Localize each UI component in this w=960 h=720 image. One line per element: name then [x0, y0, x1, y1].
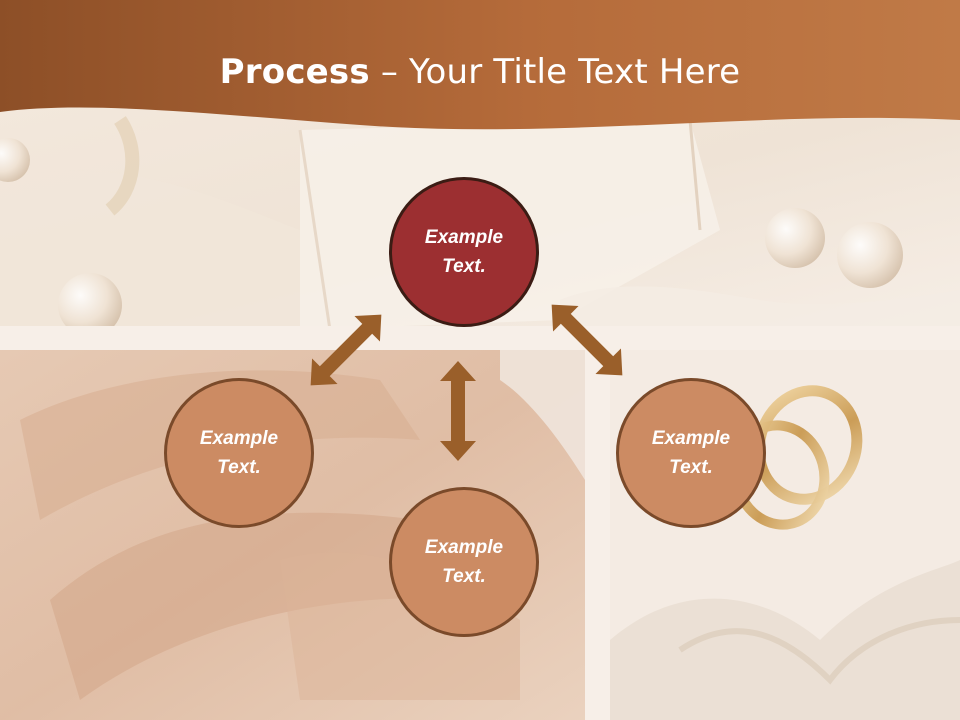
process-node-right[interactable]: Example Text. — [616, 378, 766, 528]
process-node-top[interactable]: Example Text. — [389, 177, 539, 327]
node-bottom-line1: Example — [424, 537, 504, 558]
node-right-line2: Text. — [669, 457, 713, 478]
node-right-line1: Example — [651, 428, 731, 449]
process-node-bottom[interactable]: Example Text. — [389, 487, 539, 637]
process-node-left[interactable]: Example Text. — [164, 378, 314, 528]
title-bold: Process — [219, 52, 370, 92]
node-left-line2: Text. — [217, 457, 261, 478]
node-top-line2: Text. — [442, 256, 486, 277]
node-top-line1: Example — [424, 227, 504, 248]
node-left-line1: Example — [199, 428, 279, 449]
node-bottom-line2: Text. — [442, 566, 486, 587]
slide-title: Process – Your Title Text Here — [0, 52, 960, 92]
title-rest: Your Title Text Here — [409, 52, 741, 92]
title-dash: – — [369, 52, 410, 92]
